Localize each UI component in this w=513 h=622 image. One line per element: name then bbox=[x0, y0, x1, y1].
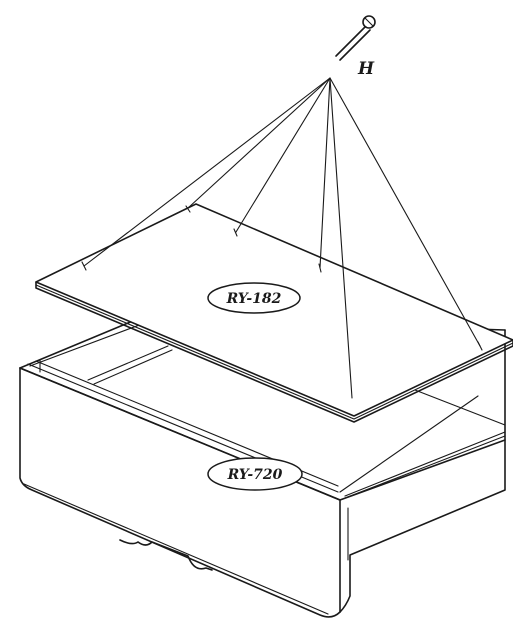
lower-tray-part-number: RY-720 bbox=[227, 467, 283, 483]
upper-panel bbox=[35, 203, 513, 423]
upper-panel-label: RY-182 bbox=[207, 282, 301, 314]
hook-icon bbox=[335, 15, 376, 61]
sling-lines bbox=[81, 77, 483, 399]
lower-tray bbox=[19, 317, 506, 618]
hook-letter: H bbox=[357, 59, 375, 79]
upper-panel-part-number: RY-182 bbox=[226, 291, 282, 307]
lower-tray-label: RY-720 bbox=[207, 457, 303, 491]
